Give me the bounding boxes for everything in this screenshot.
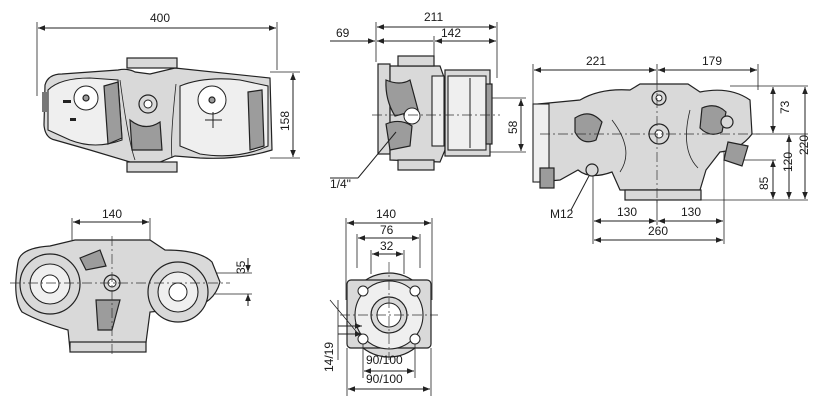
side-view: 211 69 142 58 1/4" [330,10,526,191]
dim-58: 58 [506,120,520,134]
dim-130-right: 130 [681,205,701,219]
dim-32: 32 [380,239,394,253]
bolt-label: M12 [550,207,574,221]
dim-142: 142 [441,26,461,40]
dim-158: 158 [278,111,292,131]
dim-130-left: 130 [617,205,637,219]
dim-140-flange: 140 [376,207,396,221]
dim-211: 211 [424,10,443,24]
dim-221: 221 [586,54,606,68]
dim-35: 35 [234,260,248,274]
dim-90-100-a: 90/100 [366,353,403,367]
dim-73: 73 [778,100,792,114]
dim-90-100-b: 90/100 [366,372,403,386]
dim-179: 179 [702,54,722,68]
dim-85: 85 [757,176,771,190]
dim-400: 400 [150,11,170,25]
dim-69: 69 [336,26,350,40]
dim-260: 260 [648,224,668,238]
thread-label: 1/4" [330,177,351,191]
dim-220: 220 [797,135,811,155]
dim-140-bottom: 140 [102,207,122,221]
right-view: 221 179 73 220 120 85 130 130 260 M12 [532,54,811,244]
dim-14-19: 14/19 [322,342,336,372]
flange-view: 140 76 32 14/19 90/100 90/100 [322,207,438,396]
top-view: 400 158 [36,11,300,173]
dim-120: 120 [781,152,795,172]
bottom-view: 140 35 [10,207,252,356]
dim-76: 76 [380,223,394,237]
